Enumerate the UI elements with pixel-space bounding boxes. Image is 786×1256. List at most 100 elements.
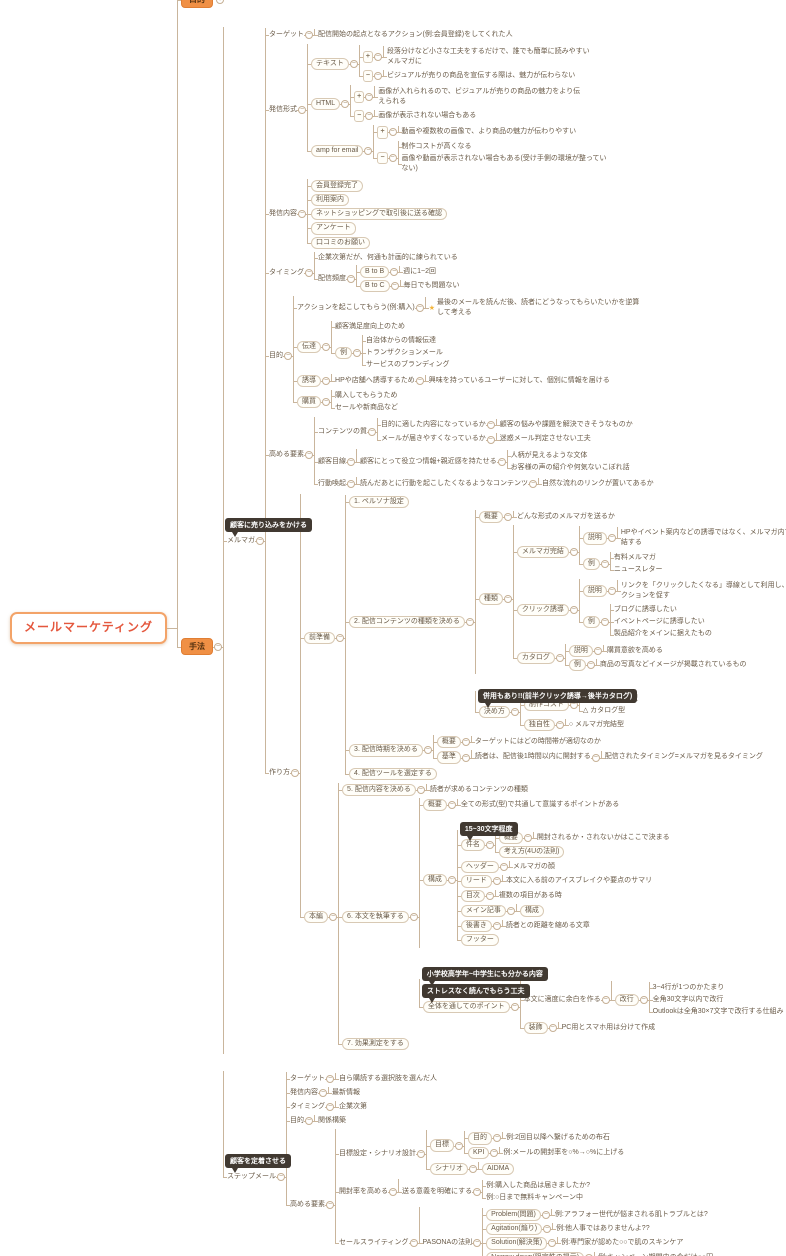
mindmap-node[interactable]: 目標設定・シナリオ設計 <box>339 1149 416 1159</box>
collapse-toggle-icon[interactable]: − <box>486 421 495 430</box>
mindmap-node[interactable]: 購買 <box>297 396 322 409</box>
mindmap-node[interactable]: 目的 <box>290 1116 304 1126</box>
root-node[interactable]: メールマーケティング <box>10 612 168 644</box>
mindmap-node[interactable]: Agitation(煽り) <box>486 1223 543 1236</box>
mindmap-node[interactable]: 開封率を高める <box>339 1187 388 1197</box>
mindmap-node[interactable]: ターゲット <box>290 1074 325 1084</box>
collapse-toggle-icon[interactable]: − <box>586 660 595 669</box>
mindmap-node[interactable]: 例:○日まで無料キャンペーン中 <box>486 1193 583 1203</box>
mindmap-node[interactable]: 3~4行が1つのかたまり <box>653 983 725 993</box>
collapse-toggle-icon[interactable]: − <box>298 210 307 219</box>
mindmap-node[interactable]: 構成 <box>519 904 544 917</box>
collapse-toggle-icon[interactable]: − <box>373 71 382 80</box>
collapse-toggle-icon[interactable]: − <box>485 841 494 850</box>
mindmap-node[interactable]: 自ら購読する選択肢を選んだ人 <box>339 1074 437 1084</box>
mindmap-node[interactable]: ブログに誘導したい <box>614 605 677 615</box>
mindmap-node[interactable]: 3. 配信時期を決める <box>349 744 423 757</box>
mindmap-node[interactable]: 送る意義を明確にする <box>402 1187 472 1197</box>
mindmap-node[interactable]: 行動喚起 <box>318 479 346 489</box>
mindmap-node[interactable]: 読んだあとに行動を起こしたくなるようなコンテンツ <box>360 479 528 489</box>
mindmap-node[interactable]: 例 <box>335 346 353 359</box>
mindmap-node[interactable]: 考え方(4Uの法則) <box>498 846 565 859</box>
mindmap-node[interactable]: 企業次第 <box>339 1102 367 1112</box>
collapse-toggle-icon[interactable]: − <box>569 606 578 615</box>
collapse-toggle-icon[interactable]: − <box>639 996 648 1005</box>
mindmap-node[interactable]: 興味を持っているユーザーに対して、個別に情報を届ける <box>429 376 610 386</box>
collapse-toggle-icon[interactable]: − <box>607 534 616 543</box>
mindmap-node[interactable]: 本編 <box>304 910 329 923</box>
mindmap-node[interactable]: 複数の項目がある時 <box>499 891 562 901</box>
mindmap-node[interactable]: 例:購入した商品は届きましたか? <box>486 1181 590 1191</box>
mindmap-node[interactable]: 作り方 <box>269 768 290 778</box>
callout[interactable]: ストレスなく読んでもらう工夫 <box>421 984 530 1004</box>
collapse-toggle-icon[interactable]: − <box>600 618 609 627</box>
collapse-toggle-icon[interactable]: − <box>347 479 356 488</box>
collapse-toggle-icon[interactable]: − <box>455 1141 464 1150</box>
collapse-toggle-icon[interactable]: − <box>305 1117 314 1126</box>
mindmap-node[interactable]: 説明 <box>582 532 607 545</box>
mindmap-node[interactable]: B to B <box>360 265 390 278</box>
collapse-toggle-icon[interactable]: − <box>541 1211 550 1220</box>
mindmap-node[interactable]: B to C <box>360 279 390 293</box>
mindmap-node[interactable]: 本文に入る前のアイスブレイクや要点のサマリ <box>506 876 652 886</box>
mindmap-node[interactable]: 利用案内 <box>311 194 350 207</box>
mindmap-node[interactable]: 会員登録完了 <box>311 179 364 193</box>
mindmap-node[interactable]: 本文に適度に余白を作る <box>524 995 601 1005</box>
collapse-toggle-icon[interactable]: − <box>319 1089 328 1098</box>
collapse-toggle-icon[interactable]: − <box>497 457 506 466</box>
collapse-toggle-icon[interactable]: + <box>216 0 225 5</box>
mindmap-node[interactable]: + <box>377 126 388 139</box>
collapse-toggle-icon[interactable]: − <box>503 595 512 604</box>
collapse-toggle-icon[interactable]: − <box>493 1134 502 1143</box>
mindmap-node[interactable]: 目的に適した内容になっているか <box>381 420 486 430</box>
mindmap-node[interactable]: 毎日でも問題ない <box>404 281 460 291</box>
mindmap-node[interactable]: HTML <box>311 98 341 111</box>
collapse-toggle-icon[interactable]: − <box>607 587 616 596</box>
mindmap-node[interactable]: Solution(解決策) <box>486 1237 548 1250</box>
mindmap-node[interactable]: メールが届きやすくなっているか <box>381 434 486 444</box>
mindmap-node[interactable]: 例:他人事ではありませんよ?? <box>556 1224 650 1234</box>
collapse-toggle-icon[interactable]: − <box>485 891 494 900</box>
mindmap-node[interactable]: 例:メールの開封率を○%→○%に上げる <box>503 1148 624 1158</box>
collapse-toggle-icon[interactable]: − <box>365 93 374 102</box>
mindmap-node[interactable]: AIDMA <box>482 1162 515 1175</box>
collapse-toggle-icon[interactable]: − <box>256 536 265 545</box>
collapse-toggle-icon[interactable]: − <box>409 912 418 921</box>
collapse-toggle-icon[interactable]: − <box>492 921 501 930</box>
mindmap-node[interactable]: − <box>362 69 373 82</box>
mindmap-node[interactable]: 自治体からの情報伝達 <box>366 336 436 346</box>
collapse-toggle-icon[interactable]: − <box>593 646 602 655</box>
mindmap-node[interactable]: 目標 <box>430 1139 455 1152</box>
collapse-toggle-icon[interactable]: − <box>486 435 495 444</box>
mindmap-node[interactable]: ネットショッピングで取引後に送る確認 <box>311 208 448 221</box>
collapse-toggle-icon[interactable]: − <box>353 348 362 357</box>
mindmap-node[interactable]: 基準 <box>436 751 461 764</box>
collapse-toggle-icon[interactable]: − <box>305 268 314 277</box>
collapse-toggle-icon[interactable]: − <box>555 653 564 662</box>
collapse-toggle-icon[interactable]: − <box>447 876 456 885</box>
mindmap-node[interactable]: 全角30文字以内で改行 <box>653 995 724 1005</box>
mindmap-node[interactable]: 誘導 <box>297 374 322 388</box>
collapse-toggle-icon[interactable]: − <box>415 304 424 313</box>
collapse-toggle-icon[interactable]: − <box>499 863 508 872</box>
mindmap-node[interactable]: 顧客にとって役立つ情報+親近感を持たせる <box>360 457 497 467</box>
mindmap-node[interactable]: 段落分けなど小さな工夫をするだけで、誰でも簡単に読みやすいメルマガに <box>387 47 592 67</box>
collapse-toggle-icon[interactable]: − <box>569 547 578 556</box>
collapse-toggle-icon[interactable]: − <box>492 877 501 886</box>
mindmap-node[interactable]: ターゲット <box>269 30 304 40</box>
collapse-toggle-icon[interactable]: − <box>490 1148 499 1157</box>
mindmap-node[interactable]: 発信形式 <box>269 105 297 115</box>
mindmap-node[interactable]: 配信開始の起点となるアクション(例:会員登録)をしてくれた人 <box>318 30 513 40</box>
collapse-toggle-icon[interactable]: − <box>326 1074 335 1083</box>
collapse-toggle-icon[interactable]: − <box>503 513 512 522</box>
mindmap-node[interactable]: PASONAの法則 <box>423 1238 473 1248</box>
mindmap-node[interactable]: どんな形式のメルマガを送るか <box>517 512 615 522</box>
mindmap-node[interactable]: メルマガ完結 <box>516 545 569 558</box>
mindmap-node[interactable]: 例 <box>568 658 586 671</box>
mindmap-node[interactable]: 例:専門家が認めた○○で肌のスキンケア <box>561 1238 683 1248</box>
mindmap-node[interactable]: 改行 <box>614 994 639 1007</box>
collapse-toggle-icon[interactable]: − <box>548 1239 557 1248</box>
collapse-toggle-icon[interactable]: − <box>585 1253 594 1256</box>
collapse-toggle-icon[interactable]: − <box>416 785 425 794</box>
